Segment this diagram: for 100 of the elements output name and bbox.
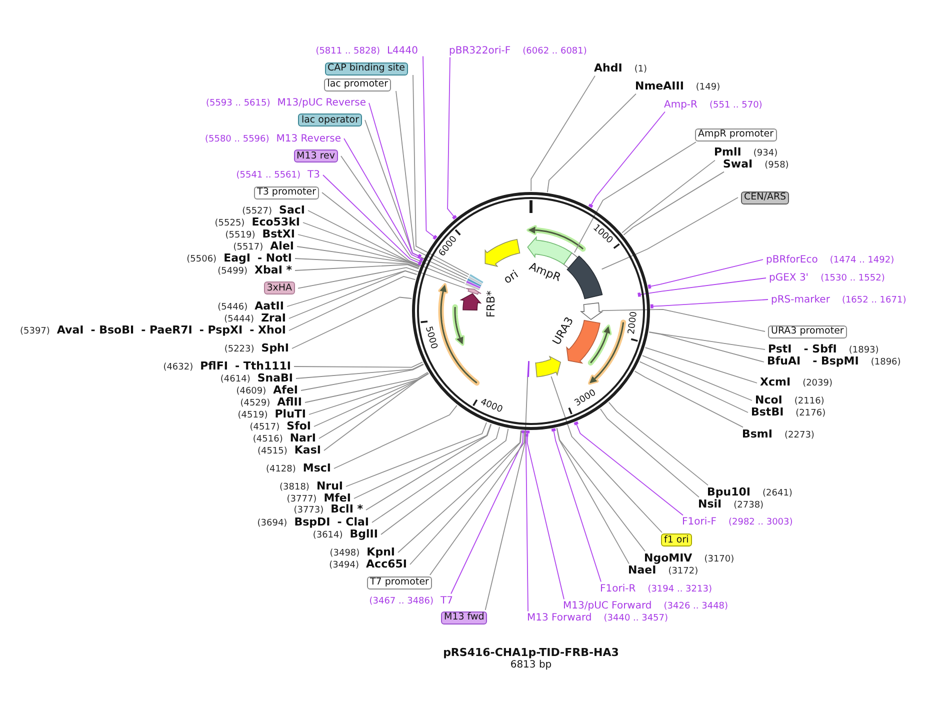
cut-site-position: (5444) xyxy=(224,314,254,325)
leader-line xyxy=(546,93,636,193)
enzyme-name: BclI * xyxy=(330,504,363,516)
cut-site-position: (3773) xyxy=(294,506,324,516)
leader-line xyxy=(638,278,766,297)
leader-line xyxy=(524,434,528,612)
leader-line xyxy=(292,296,412,349)
enzyme-name: - NotI xyxy=(257,252,292,265)
primer-name: pBRforEco xyxy=(766,254,818,266)
primer-range: (5811 .. 5828) xyxy=(316,46,380,56)
enzyme-name: - BspMI xyxy=(812,356,859,368)
enzyme-name: AflII xyxy=(277,396,302,409)
leader-line xyxy=(340,156,466,282)
feature-tag: M13 fwd xyxy=(441,611,488,624)
primer-name: M13 Reverse xyxy=(276,132,341,144)
leader-line xyxy=(296,246,420,268)
feature-tag: URA3 promoter xyxy=(768,325,847,338)
leader-line xyxy=(642,355,752,401)
map-title: pRS416-CHA1p-TID-FRB-HA3 xyxy=(443,647,619,660)
primer-range: (1474 .. 1492) xyxy=(830,254,894,266)
cut-site-position: (3694) xyxy=(257,518,288,529)
leader-line xyxy=(588,111,666,208)
primer-range: (5580 .. 5596) xyxy=(204,134,270,144)
primer-range: (5593 .. 5615) xyxy=(206,98,270,109)
feature-tag: T3 promoter xyxy=(254,186,319,199)
leader-line xyxy=(334,404,458,469)
leader-line xyxy=(650,299,768,308)
leader-line xyxy=(556,428,646,552)
cut-site-position: (3170) xyxy=(704,554,734,565)
cut-site-position: (5527) xyxy=(242,206,272,217)
cut-site-position: (2039) xyxy=(802,378,832,390)
primer-name: pRS-marker xyxy=(771,294,830,306)
primer-range: (1652 .. 1671) xyxy=(842,294,906,306)
primer-name: T3 xyxy=(308,169,320,181)
enzyme-name: Acc65I xyxy=(366,558,407,571)
leader-line xyxy=(410,430,522,565)
cut-site-position: (934) xyxy=(753,148,778,160)
cut-site-position: (5446) xyxy=(218,302,248,313)
leader-line xyxy=(526,430,564,600)
feature-region xyxy=(465,288,482,294)
cut-site-position: (149) xyxy=(696,82,720,93)
feature-tag: T7 promoter xyxy=(367,576,432,589)
feature-bar xyxy=(469,274,483,283)
primer-name: F1ori-F xyxy=(682,516,716,528)
leader-line xyxy=(314,372,429,427)
leader-line xyxy=(372,426,500,523)
leader-line xyxy=(601,308,766,332)
feature-tag: 3xHA xyxy=(264,282,295,295)
leader-line xyxy=(304,372,428,403)
cut-site-position: (5517) xyxy=(233,242,264,253)
primer-name: L4440 xyxy=(386,44,418,56)
primer-range: (1530 .. 1552) xyxy=(820,273,885,284)
leader-line xyxy=(648,332,764,362)
leader-line xyxy=(322,192,466,284)
enzyme-name: EagI xyxy=(224,252,250,265)
enzyme-name: - BsoBI xyxy=(90,324,134,337)
enzyme-name: KasI xyxy=(294,444,321,457)
leader-line xyxy=(294,362,423,368)
feature-tag: CEN/ARS xyxy=(741,191,790,204)
leader-line xyxy=(398,430,522,553)
enzyme-name: PluTI xyxy=(274,408,306,421)
leader-line xyxy=(530,75,596,192)
leader-line xyxy=(344,138,424,262)
primer-range: (3194 .. 3213) xyxy=(648,584,712,594)
enzyme-name: NsiI xyxy=(698,498,722,511)
feature-bar xyxy=(466,280,480,288)
enzyme-name: - Tth111I xyxy=(234,360,291,373)
feature-segment xyxy=(566,255,602,299)
primer-range: (3440 .. 3457) xyxy=(604,613,668,624)
leader-line xyxy=(551,428,602,582)
primer-range: (6062 .. 6081) xyxy=(522,46,587,56)
leader-line xyxy=(308,210,420,266)
primer-name: F1ori-R xyxy=(600,582,636,594)
leader-line xyxy=(430,430,526,576)
enzyme-name: SfoI xyxy=(286,420,311,433)
cut-site-position: (4517) xyxy=(250,422,280,433)
leader-line xyxy=(302,222,420,267)
cut-site-position: (4529) xyxy=(240,398,270,409)
feature-tag: M13 rev xyxy=(294,150,338,162)
leader-line xyxy=(623,171,724,236)
enzyme-name: BstXI xyxy=(262,228,295,241)
leader-line xyxy=(601,197,738,270)
feature-label: FRB* xyxy=(485,290,496,318)
enzyme-name: NcoI xyxy=(755,394,782,407)
feature-region xyxy=(580,302,603,320)
enzyme-name: ZraI xyxy=(261,312,286,325)
leader-line xyxy=(322,174,422,266)
leader-line xyxy=(634,370,744,428)
feature-bar xyxy=(468,276,482,285)
leader-line xyxy=(648,259,764,289)
cut-site-position: (958) xyxy=(764,160,789,171)
leader-line xyxy=(608,402,708,486)
cut-site-position: (5506) xyxy=(186,254,217,265)
leader-line xyxy=(346,422,487,487)
leader-line xyxy=(366,424,492,510)
enzyme-name: SwaI xyxy=(723,158,753,171)
sequence-length: 6813 bp xyxy=(510,660,552,670)
leader-line xyxy=(298,267,466,289)
leader-line xyxy=(622,160,716,234)
leader-line xyxy=(600,408,700,498)
